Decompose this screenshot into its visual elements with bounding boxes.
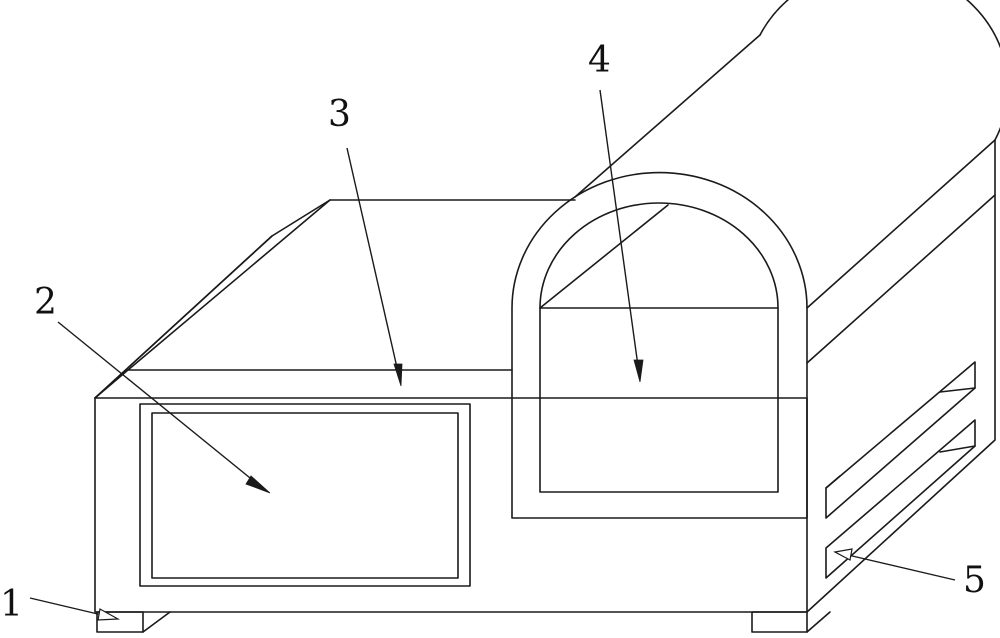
display-outer-frame [139, 403, 471, 587]
leader-5 [847, 554, 956, 581]
leader-5-arrow [833, 548, 853, 561]
callout-label-4: 4 [588, 40, 611, 81]
housing-front-face [94, 397, 808, 613]
leader-1-arrow [97, 608, 121, 621]
display-window [139, 403, 471, 587]
foot-right [751, 611, 808, 633]
leader-4-arrow [633, 359, 644, 383]
leader-2-arrow [245, 475, 271, 494]
hood-back-arch [759, 0, 1000, 141]
arched-hood [511, 0, 1000, 519]
callout-label-2: 2 [34, 282, 57, 323]
housing [94, 139, 996, 613]
callout-label-1: 1 [0, 584, 23, 625]
callout-label-3: 3 [328, 94, 351, 135]
hood-inner-arch [539, 202, 779, 493]
callout-leaders [29, 89, 956, 621]
feet [96, 611, 831, 633]
housing-right-top-edge [806, 194, 996, 364]
housing-right-face [806, 139, 996, 613]
leader-4 [599, 89, 639, 367]
callout-labels: 1 2 3 4 5 [0, 40, 986, 625]
display-inner-frame [151, 412, 459, 579]
housing-left-bevel-inner [127, 199, 331, 371]
housing-top-face [94, 369, 513, 399]
leader-1 [29, 597, 103, 616]
callout-label-5: 5 [963, 560, 986, 601]
leader-3-arrow [393, 363, 403, 387]
leader-3 [346, 147, 399, 373]
side-vents [825, 361, 976, 579]
hood-outer-arch [511, 171, 808, 519]
leader-2 [57, 321, 256, 483]
foot-left [96, 611, 144, 633]
